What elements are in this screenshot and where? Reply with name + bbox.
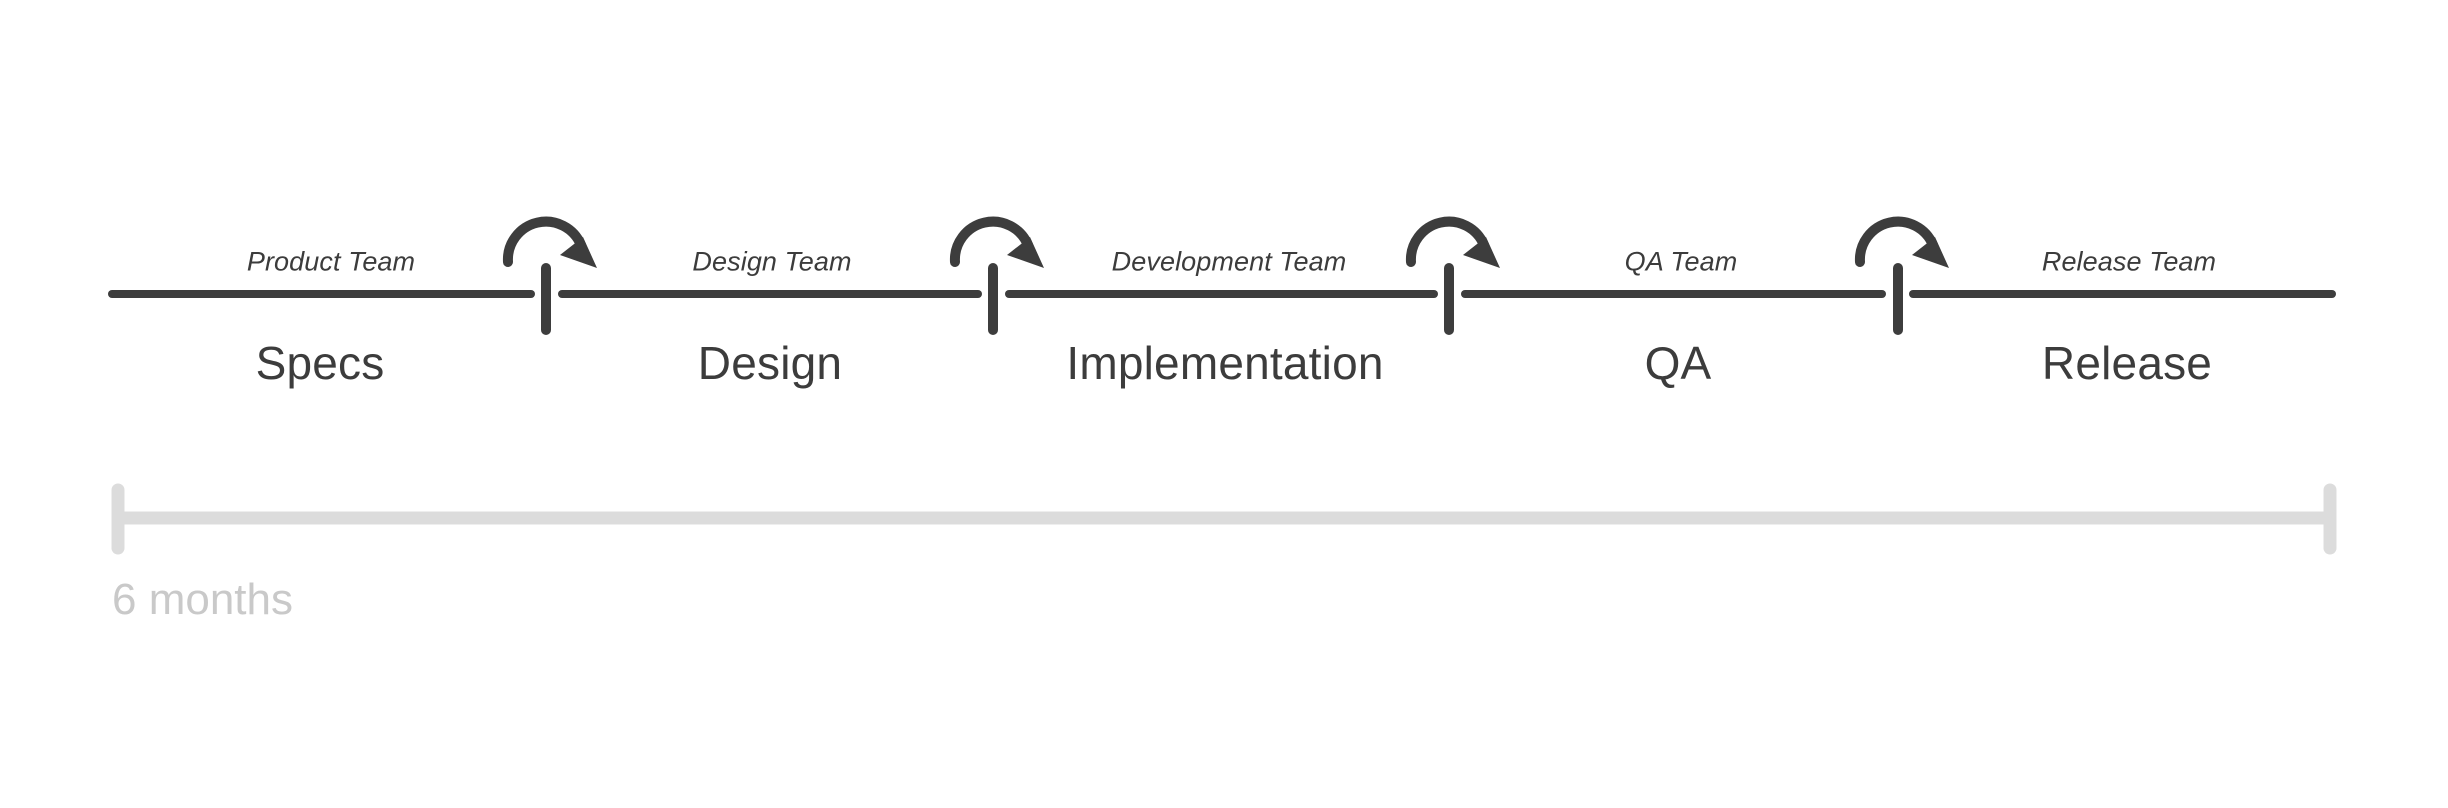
phase-label-qa: QA <box>1644 337 1712 389</box>
duration-label: 6 months <box>112 575 293 624</box>
curved-arrow-icon <box>502 216 597 268</box>
transition-arrows <box>502 216 1949 268</box>
team-label-release: Release Team <box>2041 246 2217 277</box>
team-label-development: Development Team <box>1111 246 1347 277</box>
phase-label-specs: Specs <box>255 337 385 389</box>
phase-label-release: Release <box>2041 337 2213 389</box>
curved-arrow-icon <box>1854 216 1949 268</box>
curved-arrow-icon <box>949 216 1044 268</box>
duration-ruler <box>111 483 2337 555</box>
phase-label-design: Design <box>697 337 843 389</box>
team-label-qa: QA Team <box>1624 246 1738 277</box>
timeline-ticks <box>541 263 1903 335</box>
team-label-design: Design Team <box>692 246 852 277</box>
phase-label-implementation: Implementation <box>1066 337 1384 389</box>
curved-arrow-icon <box>1405 216 1500 268</box>
team-label-product: Product Team <box>246 246 416 277</box>
